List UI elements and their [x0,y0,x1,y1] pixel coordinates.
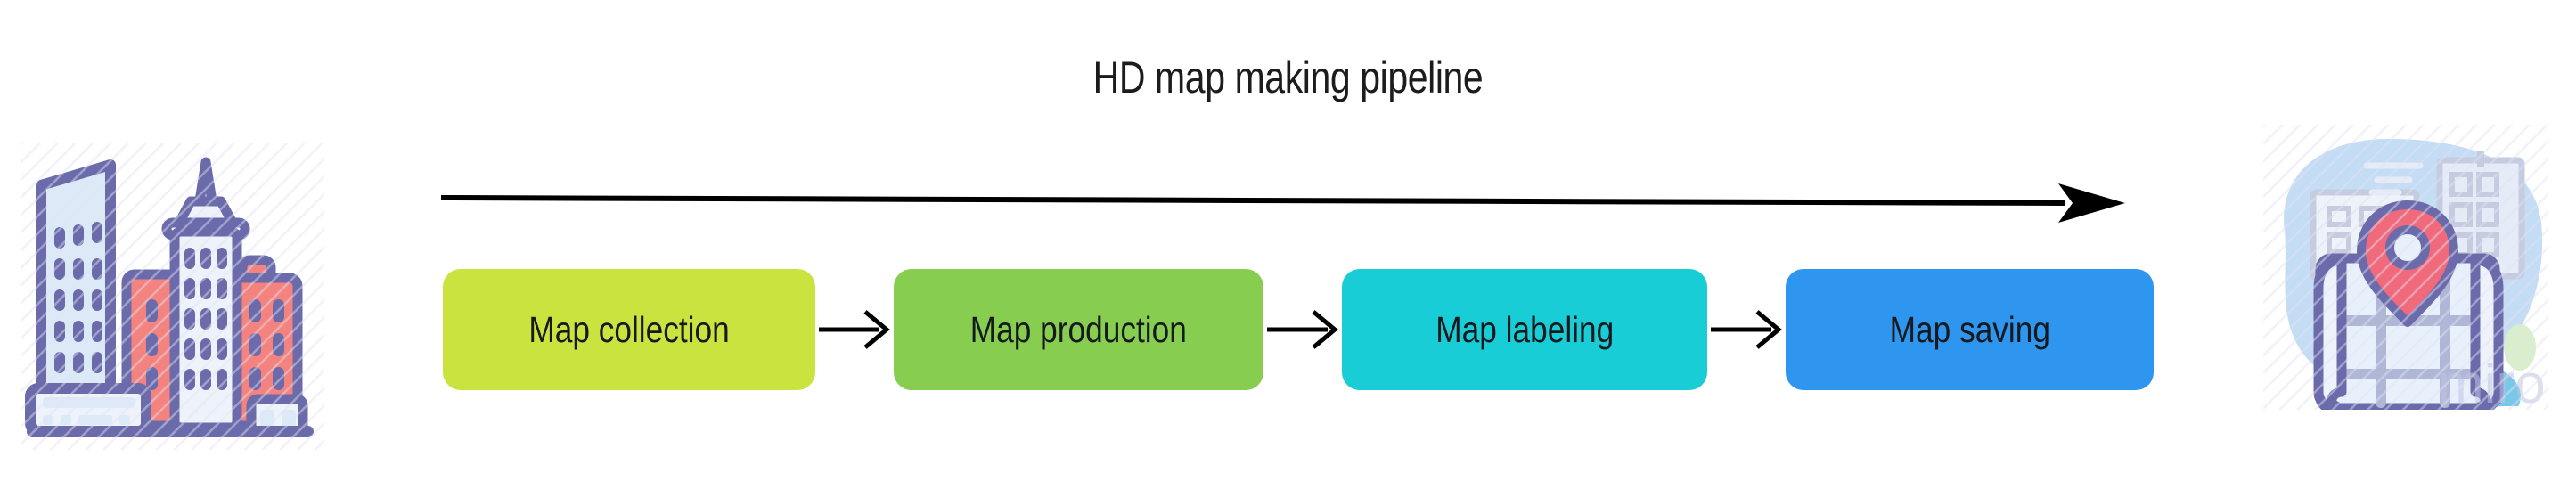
connector-arrow-3-head [1755,310,1782,349]
city-buildings-illustration [21,143,324,450]
connector-arrow-1-head [863,310,890,349]
connector-arrow-3 [1711,310,1782,349]
timeline-arrow [440,183,2125,223]
stage-box-map-labeling[interactable]: Map labeling [1342,269,1707,390]
hatch-overlay-left [21,143,324,450]
stage-label-map-labeling: Map labeling [1435,308,1614,350]
page-title: HD map making pipeline [1092,53,1484,102]
hatch-overlay-right [2263,125,2548,410]
connector-arrow-2-head [1312,310,1338,349]
map-with-location-pin-illustration: miro [2263,125,2548,410]
stage-box-map-saving[interactable]: Map saving [1786,269,2154,390]
pipeline-stage-row: Map collection Map production Map labeli… [443,269,2154,390]
stage-label-map-collection: Map collection [528,308,730,350]
stage-box-map-collection[interactable]: Map collection [443,269,815,390]
stage-label-map-saving: Map saving [1889,308,2050,350]
timeline-arrow-head [2058,183,2125,223]
stage-box-map-production[interactable]: Map production [894,269,1263,390]
connector-arrow-2 [1267,310,1338,349]
timeline-arrow-line [440,195,2066,206]
connector-arrow-1 [819,310,890,349]
stage-label-map-production: Map production [969,308,1188,350]
